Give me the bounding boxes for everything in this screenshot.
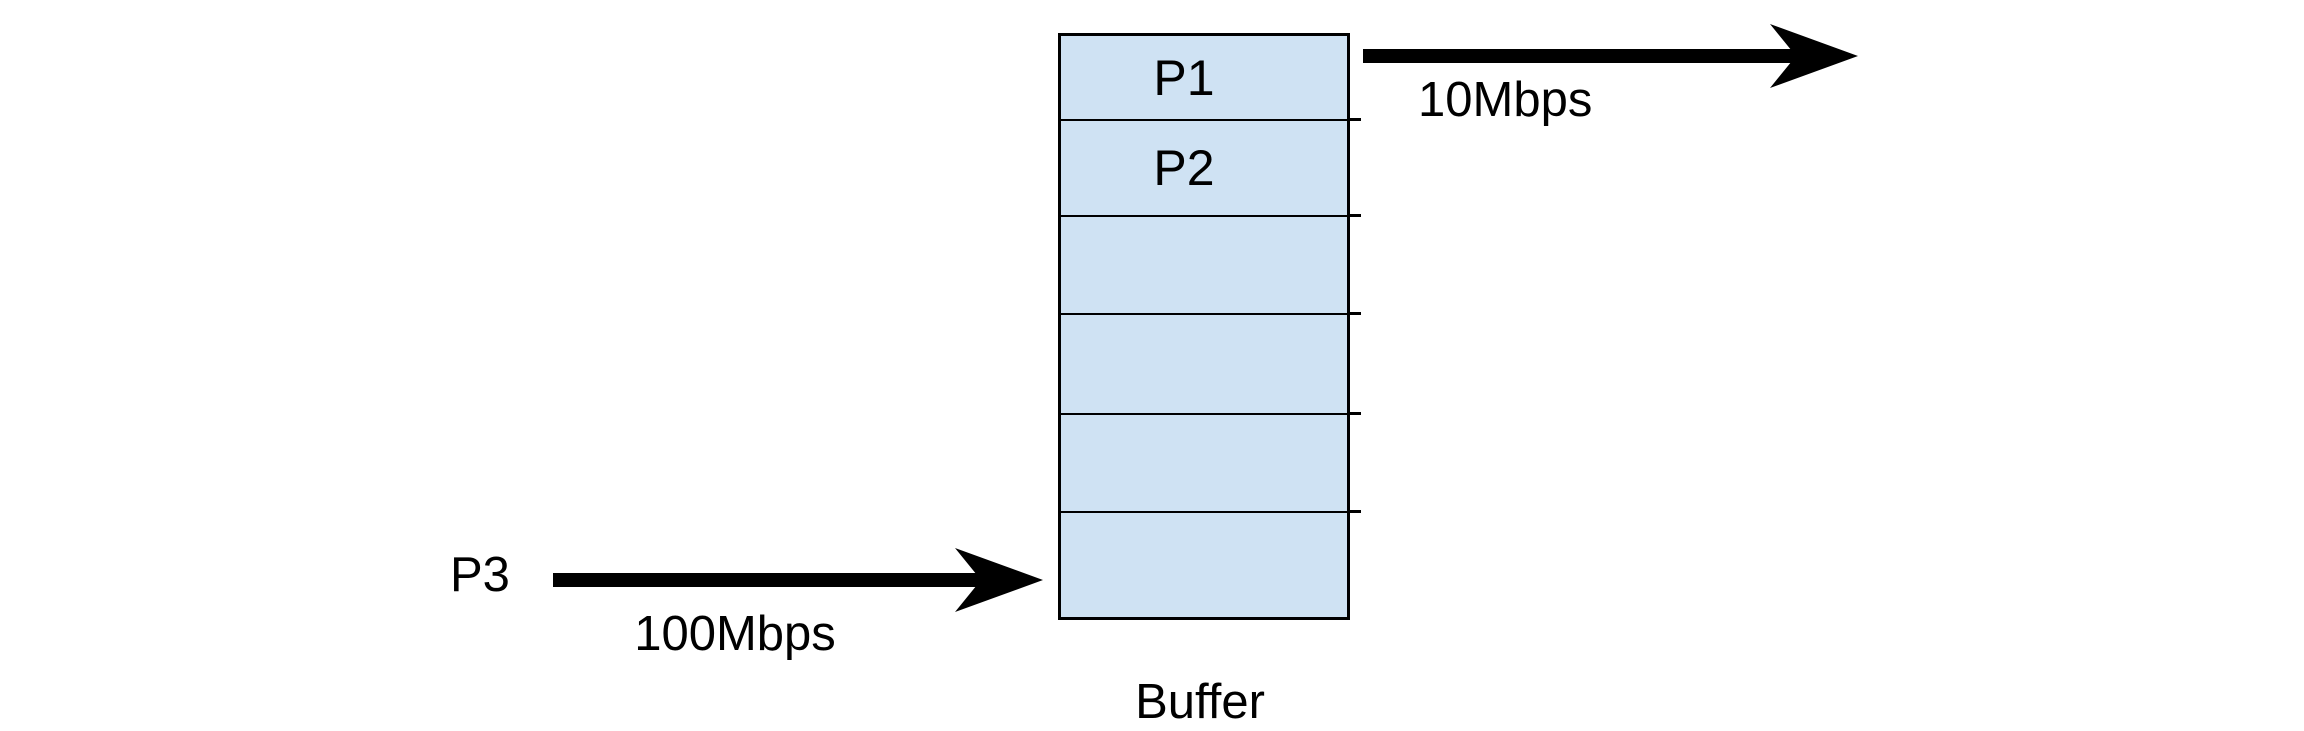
buffer-cell: P1 bbox=[1061, 36, 1347, 119]
cell-divider-tick bbox=[1348, 510, 1361, 513]
incoming-packet-label: P3 bbox=[450, 548, 510, 602]
incoming-rate-label: 100Mbps bbox=[634, 607, 836, 661]
buffer-cell: P2 bbox=[1061, 119, 1347, 215]
cell-divider-tick bbox=[1348, 118, 1361, 121]
buffer-cell bbox=[1061, 215, 1347, 313]
buffer-box: P1 P2 bbox=[1058, 33, 1350, 620]
buffer-caption: Buffer bbox=[1135, 675, 1265, 729]
outgoing-rate-label: 10Mbps bbox=[1418, 73, 1593, 127]
packet-label: P2 bbox=[1153, 140, 1215, 196]
incoming-link-arrow-icon bbox=[553, 548, 1043, 612]
buffer-cell bbox=[1061, 313, 1347, 413]
buffer-cell bbox=[1061, 511, 1347, 617]
cell-divider-tick bbox=[1348, 312, 1361, 315]
cell-divider-tick bbox=[1348, 214, 1361, 217]
outgoing-link-arrow-icon bbox=[1363, 24, 1858, 88]
buffer-cell bbox=[1061, 413, 1347, 511]
packet-label: P1 bbox=[1153, 49, 1215, 106]
cell-divider-tick bbox=[1348, 412, 1361, 415]
